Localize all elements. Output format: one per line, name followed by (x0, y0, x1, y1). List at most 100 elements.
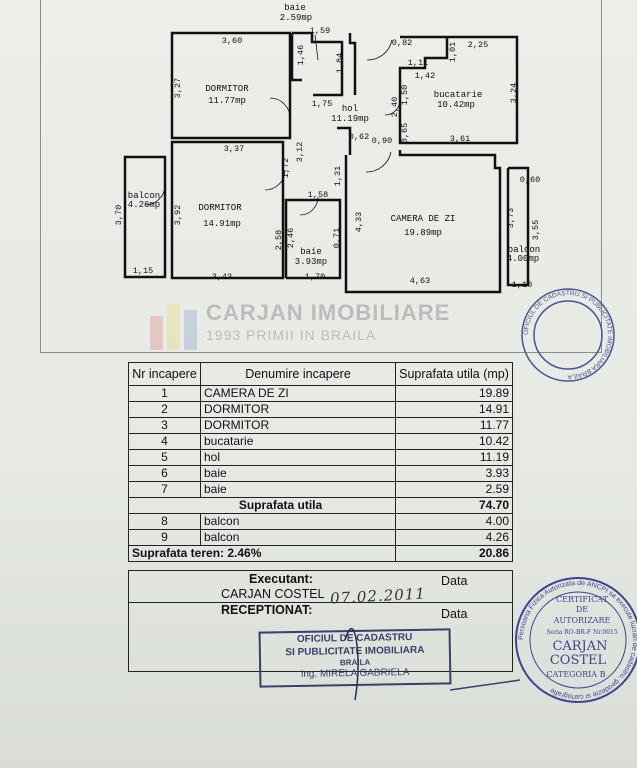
room-hol: hol (342, 104, 358, 114)
receptionat-label: RECEPTIONAT: (221, 603, 313, 617)
room-balcon-2: balcon (508, 245, 540, 255)
dimension: 4,33 (354, 212, 364, 232)
dimension: 1,46 (296, 45, 306, 65)
room-nr: 1 (128, 385, 201, 402)
dimension: 3,70 (114, 205, 124, 225)
room-balcon-1: balcon (128, 191, 160, 201)
dimension: 1,58 (308, 190, 328, 200)
dimension: 1,75 (312, 99, 332, 109)
subtotal-row: Suprafata utila 74.70 (128, 497, 513, 514)
room-camera-de-zi: CAMERA DE ZI (391, 214, 456, 224)
dimension: 1,50 (400, 85, 410, 105)
area-label: 2.59mp (280, 13, 312, 23)
dimension: 1,42 (415, 71, 435, 81)
doors (144, 34, 401, 216)
walls (123, 31, 530, 294)
area-label: 4.26mp (128, 200, 160, 210)
teren-label: Suprafata teren: 2.46% (128, 545, 396, 562)
room-nr: 4 (128, 433, 201, 450)
header-name: Denumire incapere (200, 362, 396, 386)
area-label: 19.89mp (404, 228, 442, 238)
dimension: 1,11 (408, 58, 428, 68)
dimension: 0,90 (372, 136, 392, 146)
dimension: 1,84 (335, 53, 345, 73)
header-area: Suprafata utila (mp) (395, 362, 513, 386)
area-label: 11.19mp (331, 114, 369, 124)
room-area: 11.19 (395, 449, 513, 466)
dimension: 3,92 (173, 205, 183, 225)
dimension: 3,60 (222, 36, 242, 46)
dimension: 0,82 (392, 38, 412, 48)
room-area: 11.77 (395, 417, 513, 434)
dimension: 3,12 (295, 142, 305, 162)
teren-value: 20.86 (395, 545, 513, 562)
room-name: DORMITOR (200, 401, 396, 418)
stamp-line: ing. MIRELA GABRIELA (300, 667, 410, 680)
room-nr: 7 (128, 481, 201, 498)
room-name: hol (200, 449, 396, 466)
signature-line (449, 679, 521, 691)
room-nr: 2 (128, 401, 201, 418)
room-name: baie (200, 481, 396, 498)
area-label: 14.91mp (203, 219, 241, 229)
room-dormitor-1: DORMITOR (205, 84, 249, 94)
dimension: 0,71 (332, 228, 342, 248)
room-baie-1: baie (284, 3, 306, 13)
dimension: 0,65 (400, 123, 410, 143)
room-bucatarie: bucatarie (434, 90, 483, 100)
room-nr: 3 (128, 417, 201, 434)
header-nr: Nr incapere (128, 362, 201, 386)
executant-label: Executant: (249, 572, 313, 586)
stamp-line: CATEGORIA B (547, 670, 606, 679)
dimension-labels: 3,60 1,59 1,46 1,84 0,82 2,25 1,01 1,11 … (114, 26, 541, 290)
stamp-ring-text: Persoana Fizica Autorizata de ANCPI sa e… (518, 580, 637, 700)
dimension: 1,59 (310, 26, 330, 36)
subtotal-label: Suprafata utila (128, 497, 396, 514)
room-nr: 8 (128, 513, 201, 530)
signature-section: Executant: Data CARJAN COSTEL RECEPTIONA… (128, 570, 513, 672)
dimension: 3,43 (212, 272, 232, 282)
rooms-table: Nr incapere Denumire incapere Suprafata … (128, 362, 513, 562)
floor-plan: DORMITOR 11.77mp DORMITOR 14.91mp balcon… (114, 3, 541, 294)
room-nr: 5 (128, 449, 201, 466)
dimension: 4,63 (410, 276, 430, 286)
stamp-line: CARJAN (552, 639, 607, 654)
dimension: 2,46 (286, 228, 296, 248)
ocpi-stamp: OFICIUL DE CADASTRU SI PUBLICITATE IMOBI… (258, 628, 452, 688)
dimension: 3,24 (509, 83, 519, 103)
room-name: balcon (200, 513, 396, 530)
room-name: DORMITOR (200, 417, 396, 434)
dimension: 3,55 (531, 220, 541, 240)
dimension: 2,40 (390, 97, 400, 117)
room-name: bucatarie (200, 433, 396, 450)
teren-row: Suprafata teren: 2.46% 20.86 (128, 545, 513, 562)
data-label: Data (441, 574, 468, 588)
room-area: 10.42 (395, 433, 513, 450)
dimension: 3,37 (224, 144, 244, 154)
room-name: CAMERA DE ZI (200, 385, 396, 402)
table-header: Nr incapere Denumire incapere Suprafata … (128, 362, 513, 386)
room-labels: DORMITOR 11.77mp DORMITOR 14.91mp balcon… (128, 3, 540, 267)
dimension: 3,73 (506, 208, 516, 228)
room-area: 14.91 (395, 401, 513, 418)
room-area: 19.89 (395, 385, 513, 402)
subtotal-value: 74.70 (395, 497, 513, 514)
dimension: 3,61 (450, 134, 470, 144)
dimension: 2,58 (274, 230, 284, 250)
dimension: 1,70 (305, 272, 325, 282)
area-label: 10.42mp (437, 100, 475, 110)
executant-name: CARJAN COSTEL (221, 587, 325, 601)
dimension: 0,62 (349, 132, 369, 142)
area-label: 4.00mp (507, 254, 539, 264)
drawing-frame (40, 0, 602, 353)
watermark: CARJAN IMOBILIARE 1993 PRIMII IN BRAILA (206, 300, 476, 344)
